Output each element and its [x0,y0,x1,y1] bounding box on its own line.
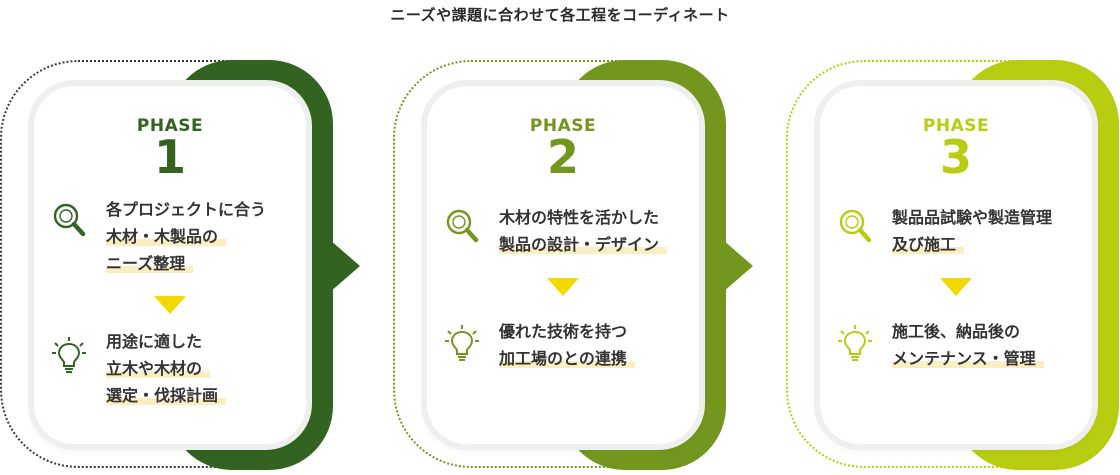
text-line: 製品の設計・デザイン [499,231,699,258]
text-line: 製品品試験や製造管理 [892,208,1053,227]
phase-card: PHASE 1 各プロジェクトに合う 木材・木製品の ニーズ整理 [34,86,306,444]
phase-label: PHASE [922,116,990,136]
step-text: 木材の特性を活かした 製品の設計・デザイン [499,204,699,258]
text-line: 用途に適した [106,332,203,351]
phase-number: 3 [939,130,972,184]
phase-label: PHASE [136,116,204,136]
phase-card: PHASE 2 木材の特性を活かした 製品の設計・デザイン [427,86,699,444]
text-line: 選定・伐採計画 [106,382,306,409]
text-line: 加工場のとの連携 [499,345,699,372]
phase-3-panel: PHASE 3 製品品試験や製造管理 及び施工 [786,0,1120,475]
lightbulb-icon [52,336,86,376]
lightbulb-icon [445,324,479,364]
text-line: 木材・木製品の [106,223,306,250]
magnifier-icon [445,208,479,248]
text-line: 施工後、納品後の [892,322,1021,341]
magnifier-icon [838,208,872,248]
step-text: 優れた技術を持つ 加工場のとの連携 [499,318,699,372]
text-line: ニーズ整理 [106,250,306,277]
phase-label: PHASE [529,116,597,136]
text-line: 立木や木材の [106,355,306,382]
phase-card: PHASE 3 製品品試験や製造管理 及び施工 [820,86,1092,444]
step-text: 用途に適した 立木や木材の 選定・伐採計画 [106,328,306,409]
step-text: 各プロジェクトに合う 木材・木製品の ニーズ整理 [106,196,306,277]
next-arrow [723,240,753,292]
down-arrow [940,278,972,296]
lightbulb-icon [838,324,872,364]
phase-1-panel: PHASE 1 各プロジェクトに合う 木材・木製品の ニーズ整理 [0,0,390,475]
text-line: メンテナンス・管理 [892,345,1092,372]
phase-number: 2 [546,130,579,184]
magnifier-icon [52,202,86,242]
phase-number: 1 [153,130,186,184]
next-arrow [330,240,360,292]
phase-2-panel: PHASE 2 木材の特性を活かした 製品の設計・デザイン [393,0,783,475]
text-line: 及び施工 [892,231,1092,258]
diagram-heading: ニーズや課題に合わせて各工程をコーディネート [390,6,730,24]
text-line: 優れた技術を持つ [499,322,628,341]
text-line: 各プロジェクトに合う [106,200,267,219]
step-text: 施工後、納品後の メンテナンス・管理 [892,318,1092,372]
step-text: 製品品試験や製造管理 及び施工 [892,204,1092,258]
down-arrow [547,278,579,296]
text-line: 木材の特性を活かした [499,208,660,227]
down-arrow [154,296,186,314]
